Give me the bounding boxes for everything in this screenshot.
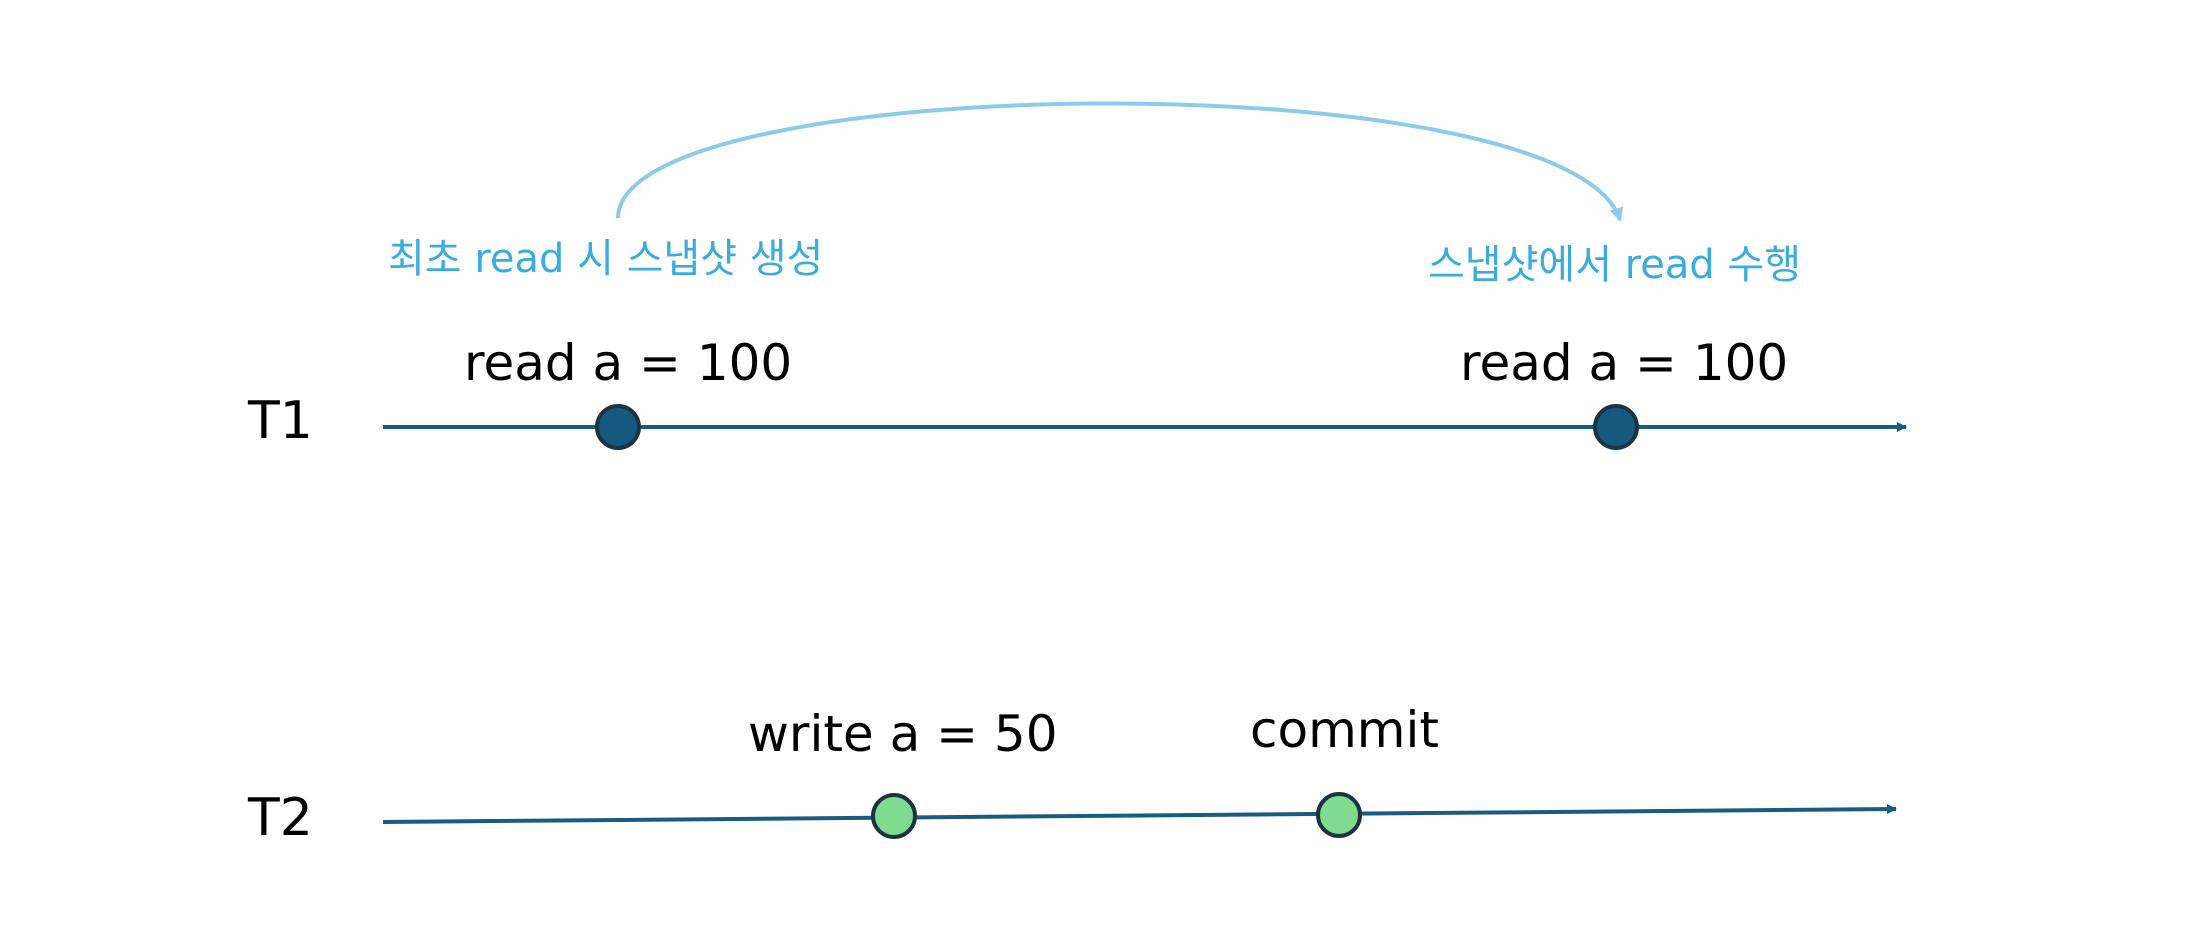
t2-event-1-marker <box>871 793 917 839</box>
annotation-snapshot-create: 최초 read 시 스냅샷 생성 <box>388 236 823 282</box>
t2-timeline <box>382 804 1897 824</box>
t1-event-1-marker <box>595 404 641 450</box>
t1-event-2-label: read a = 100 <box>1460 334 1788 392</box>
t2-event-2-marker <box>1316 792 1362 838</box>
t1-event-2-marker <box>1593 404 1639 450</box>
t2-label: T2 <box>247 788 313 848</box>
t1-label: T1 <box>247 391 313 451</box>
t2-event-1-label: write a = 50 <box>748 705 1058 763</box>
t1-event-1-label: read a = 100 <box>464 334 792 392</box>
t2-event-2-label: commit <box>1250 701 1439 759</box>
snapshot-arrow <box>616 101 1624 222</box>
annotation-snapshot-read: 스냅샷에서 read 수행 <box>1428 242 1801 288</box>
